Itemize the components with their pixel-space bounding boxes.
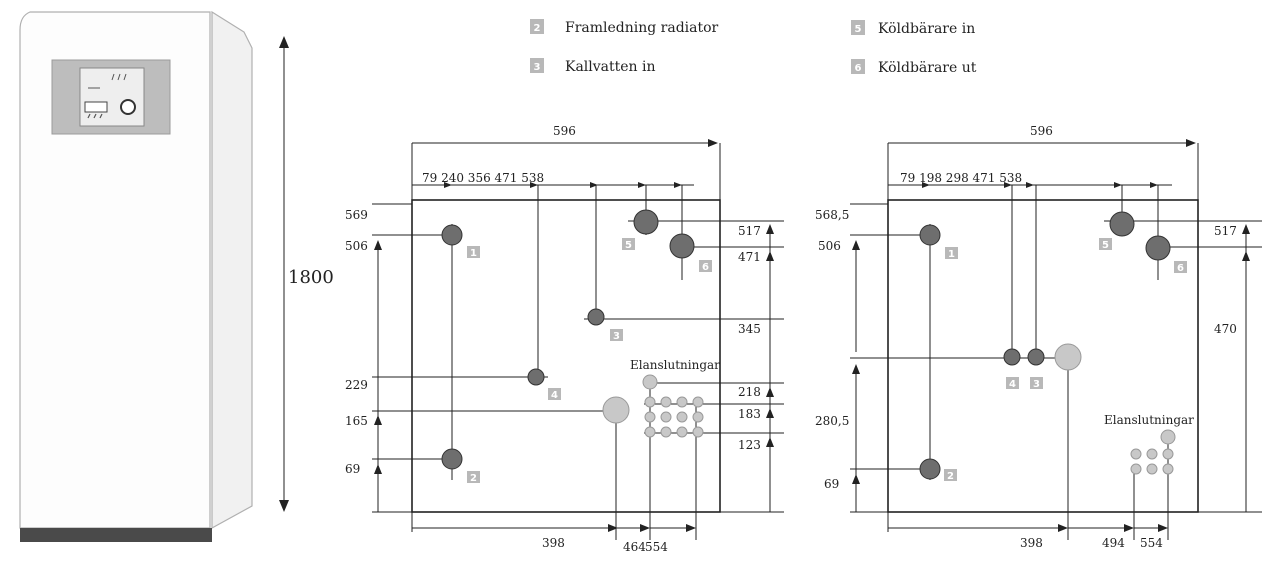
right-height-label: 471 bbox=[738, 250, 761, 264]
port-badge: 3 bbox=[613, 331, 620, 342]
height-dimension: 1800 bbox=[279, 36, 334, 512]
electrical-entry bbox=[642, 374, 658, 390]
electrical-entry bbox=[1160, 429, 1176, 445]
legend-item: 2 Framledning radiator bbox=[530, 19, 719, 36]
port-badge: 5 bbox=[625, 240, 632, 251]
bottom-label: 554 bbox=[1140, 536, 1163, 550]
right-height-label: 470 bbox=[1214, 322, 1237, 336]
port-2 bbox=[441, 448, 463, 470]
unit-height-label: 1800 bbox=[288, 267, 334, 288]
port-badge: 2 bbox=[947, 471, 954, 482]
port-badge: 4 bbox=[1009, 379, 1016, 390]
width-label: 596 bbox=[553, 124, 576, 138]
port-badge: 6 bbox=[1177, 263, 1184, 274]
legend: 2 Framledning radiator 3 Kallvatten in 5… bbox=[530, 19, 977, 76]
legend-label: Kallvatten in bbox=[565, 59, 656, 75]
height-label: 69 bbox=[824, 477, 839, 491]
top-positions-label: 79 198 298 471 538 bbox=[900, 171, 1022, 185]
electrical-terminals bbox=[1130, 448, 1174, 475]
electrical-label: Elanslutningar bbox=[630, 358, 720, 372]
height-label: 280,5 bbox=[815, 414, 849, 428]
port-2 bbox=[919, 458, 941, 480]
port-6 bbox=[669, 233, 695, 259]
legend-label: Köldbärare ut bbox=[878, 60, 977, 76]
legend-item: 5 Köldbärare in bbox=[851, 20, 975, 37]
right-height-label: 517 bbox=[738, 224, 761, 238]
port-4 bbox=[1003, 348, 1021, 366]
port-badge: 2 bbox=[470, 473, 477, 484]
port-1 bbox=[919, 224, 941, 246]
port-5 bbox=[633, 209, 659, 235]
right-height-label: 123 bbox=[738, 438, 761, 452]
port-badge: 1 bbox=[948, 249, 955, 260]
bottom-label: 494 bbox=[1102, 536, 1125, 550]
legend-label: Framledning radiator bbox=[565, 20, 719, 36]
height-label: 165 bbox=[345, 414, 368, 428]
legend-num: 3 bbox=[534, 62, 541, 73]
port-badge: 3 bbox=[1033, 379, 1040, 390]
right-height-label: 345 bbox=[738, 322, 761, 336]
port-3 bbox=[587, 308, 605, 326]
port-1 bbox=[441, 224, 463, 246]
diagram-left: 596 79 240 356 471 538 569 506 229 165 6… bbox=[345, 124, 784, 554]
legend-item: 3 Kallvatten in bbox=[530, 58, 656, 75]
diagram-right: 596 79 198 298 471 538 568,5 506 280,5 6… bbox=[815, 124, 1262, 550]
electrical-entry bbox=[1054, 343, 1082, 371]
height-label: 506 bbox=[818, 239, 841, 253]
height-label: 229 bbox=[345, 378, 368, 392]
right-height-label: 517 bbox=[1214, 224, 1237, 238]
right-height-label: 218 bbox=[738, 385, 761, 399]
port-badge: 5 bbox=[1102, 240, 1109, 251]
bottom-label: 398 bbox=[542, 536, 565, 550]
right-height-label: 183 bbox=[738, 407, 761, 421]
port-3 bbox=[1027, 348, 1045, 366]
port-badge: 6 bbox=[702, 262, 709, 273]
electrical-terminals bbox=[644, 396, 704, 438]
unit-outline bbox=[411, 199, 721, 513]
unit-outline bbox=[887, 199, 1199, 513]
port-badge: 4 bbox=[551, 390, 558, 401]
bottom-label: 464 bbox=[623, 540, 646, 554]
electrical-entry bbox=[602, 396, 630, 424]
port-5 bbox=[1109, 211, 1135, 237]
legend-item: 6 Köldbärare ut bbox=[851, 59, 977, 76]
height-label: 69 bbox=[345, 462, 360, 476]
legend-num: 2 bbox=[534, 23, 541, 34]
port-6 bbox=[1145, 235, 1171, 261]
legend-num: 6 bbox=[855, 63, 862, 74]
port-4 bbox=[527, 368, 545, 386]
bottom-label: 398 bbox=[1020, 536, 1043, 550]
heat-pump-unit bbox=[19, 10, 253, 542]
port-badge: 1 bbox=[470, 248, 477, 259]
bottom-label: 554 bbox=[645, 540, 668, 554]
height-label: 506 bbox=[345, 239, 368, 253]
width-label: 596 bbox=[1030, 124, 1053, 138]
electrical-label: Elanslutningar bbox=[1104, 413, 1194, 427]
legend-label: Köldbärare in bbox=[878, 21, 975, 37]
height-label: 569 bbox=[345, 208, 368, 222]
legend-num: 5 bbox=[855, 24, 862, 35]
top-positions-label: 79 240 356 471 538 bbox=[422, 171, 544, 185]
height-label: 568,5 bbox=[815, 208, 849, 222]
